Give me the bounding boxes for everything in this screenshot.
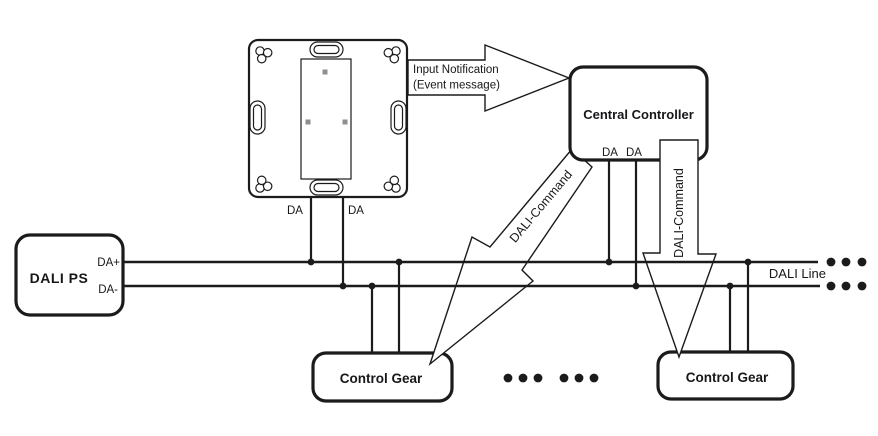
panel-corner-clover-top-right — [383, 46, 401, 64]
panel-tab-right — [390, 100, 407, 135]
controller-da-left-label: DA — [602, 147, 618, 159]
drop-wires — [307, 160, 752, 354]
panel-indicator-right — [342, 119, 348, 125]
central-controller-box: Central Controller DA DA — [568, 65, 709, 162]
panel-rocker-button[interactable] — [300, 58, 352, 180]
panel-tab-left — [249, 100, 266, 135]
panel-da-left-label: DA — [287, 205, 303, 217]
input-notification-line1: Input Notification — [413, 64, 499, 76]
panel-corner-clover-top-left — [255, 46, 273, 64]
bus-continuation-dots-right — [826, 257, 867, 291]
dali-command-vertical-label: DALI-Command — [672, 168, 686, 258]
panel-corner-clover-bottom-left — [255, 175, 273, 193]
panel-tab-bottom — [309, 179, 344, 196]
dali-ps-da-plus-label: DA+ — [97, 257, 120, 269]
control-gear-right-box: Control Gear — [656, 350, 795, 401]
dali-line-label: DALI Line — [769, 266, 826, 281]
dali-ps-label: DALI PS — [30, 270, 89, 286]
dali-command-arrow-vertical: DALI-Command — [642, 139, 717, 360]
control-gear-left-label: Control Gear — [340, 371, 423, 386]
panel-corner-clover-bottom-right — [383, 175, 401, 193]
control-gear-left-box: Control Gear — [311, 351, 454, 403]
dali-command-arrow-diagonal: DALI-Command — [428, 147, 593, 367]
input-notification-line2: (Event message) — [413, 80, 500, 92]
push-button-panel — [247, 38, 409, 199]
dali-ps-da-minus-label: DA- — [98, 284, 118, 296]
panel-indicator-top — [322, 69, 328, 75]
gear-continuation-dots — [503, 373, 599, 383]
dali-bus: DALI Line — [122, 257, 867, 291]
control-gear-right-label: Control Gear — [686, 370, 769, 385]
controller-da-right-label: DA — [626, 147, 642, 159]
panel-indicator-left — [305, 119, 311, 125]
central-controller-label: Central Controller — [583, 107, 694, 122]
junction-dots — [307, 258, 752, 290]
input-notification-arrow: Input Notification (Event message) — [407, 43, 571, 113]
panel-tab-top — [309, 41, 344, 58]
dali-ps-box: DALI PS DA+ DA- — [14, 233, 125, 317]
panel-da-right-label: DA — [348, 205, 364, 217]
